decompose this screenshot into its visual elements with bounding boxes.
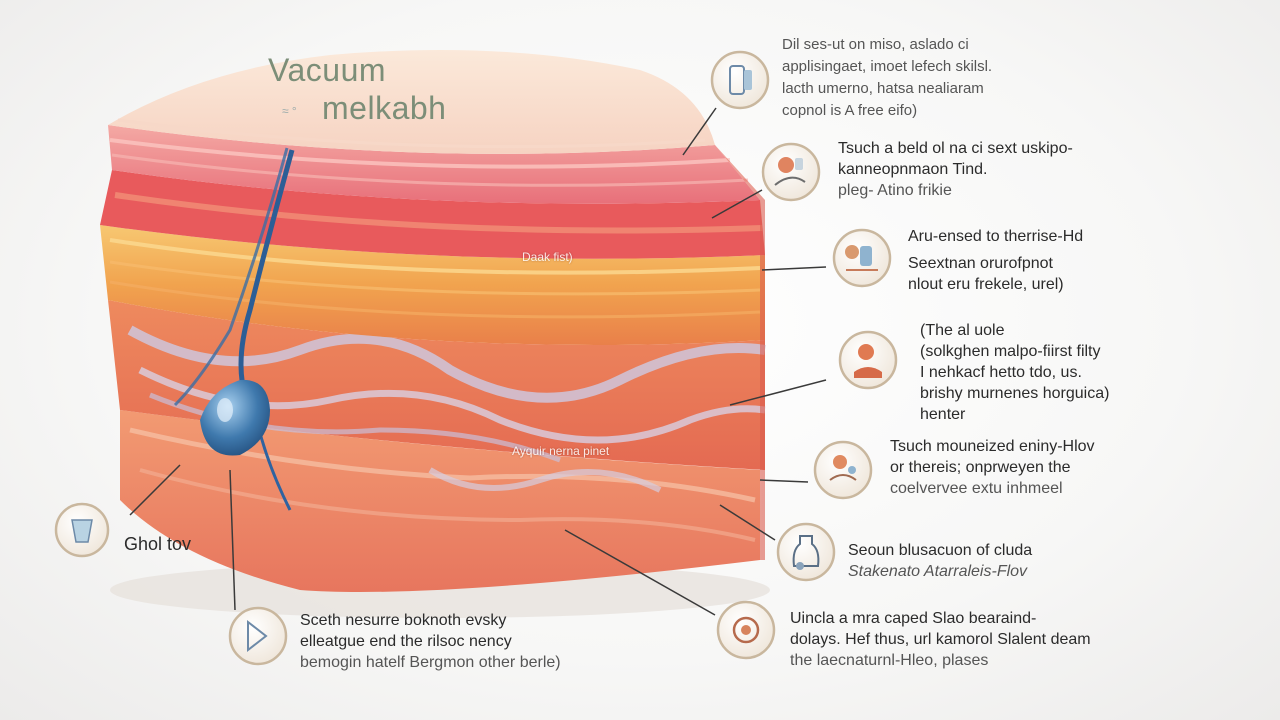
callout-4-line: (solkghen malpo-fiirst filty <box>920 343 1101 360</box>
diagram-title-line-1: Vacuum <box>268 52 387 88</box>
callout-9: Sceth nesurre boknoth evsky elleatgue en… <box>300 610 561 673</box>
title-accent: ≈ ° <box>282 104 297 118</box>
device-icon <box>716 600 776 660</box>
callout-3-line: Aru-ensed to therrise-Hd <box>908 228 1084 245</box>
callout-7-line: Uincla a mra caped Slao bearaind- <box>790 610 1037 627</box>
callout-5: Tsuch mouneized eniny-Hlov or thereis; o… <box>890 436 1095 499</box>
callout-6-line: Stakenato Atarraleis-Flov <box>848 563 1028 580</box>
callout-2-line: Tsuch a beld ol na ci sext uskipo- <box>838 140 1073 157</box>
callout-4-line: (The al uole <box>920 322 1005 339</box>
callout-7-line: the laecnaturnl-Hleo, plases <box>790 652 989 669</box>
callout-3-line: Seextnan orurofpnot <box>908 255 1053 272</box>
callout-8: Ghol tov <box>124 534 191 555</box>
callout-1-line: applisingaet, imoet lefech skilsl. <box>782 58 993 75</box>
callout-5-line: Tsuch mouneized eniny-Hlov <box>890 438 1095 455</box>
bottle-icon <box>776 522 836 582</box>
callout-7: Uincla a mra caped Slao bearaind- dolays… <box>790 608 1091 671</box>
suction-icon <box>228 606 288 666</box>
callout-4-line: henter <box>920 406 966 423</box>
callout-2: Tsuch a beld ol na ci sext uskipo- kanne… <box>838 138 1073 201</box>
layer-label-middle: Ayquir nerna pinet <box>512 444 610 458</box>
callout-9-line: bemogin hatelf Bergmon other berle) <box>300 654 561 671</box>
callout-7-line: dolays. Hef thus, url kamorol Slalent de… <box>790 631 1091 648</box>
therapy-icon <box>832 228 892 288</box>
callout-2-line: pleg- Atino frikie <box>838 182 952 199</box>
cupping-icon <box>761 142 821 202</box>
callout-2-line: kanneopnmaon Tind. <box>838 161 988 178</box>
callout-1-line: Dil ses-ut on miso, aslado ci <box>782 36 969 53</box>
callout-4-line: I nehkacf hetto tdo, us. <box>920 364 1082 381</box>
callout-3: Aru-ensed to therrise-Hd Seextnan orurof… <box>908 226 1083 295</box>
callout-1-line: lacth umerno, hatsa nealiaram <box>782 80 984 97</box>
callout-4: (The al uole (solkghen malpo-fiirst filt… <box>920 320 1109 425</box>
layer-label-upper: Daak fist) <box>522 250 573 264</box>
diagram-title-line-2: melkabh <box>322 90 447 126</box>
flow-icon <box>813 440 873 500</box>
callout-1: Dil ses-ut on miso, aslado ci applisinga… <box>782 34 992 122</box>
callout-8-line: Ghol tov <box>124 534 192 554</box>
callout-5-line: or thereis; onprweyen the <box>890 459 1071 476</box>
callout-5-line: coelvervee extu inhmeel <box>890 480 1063 497</box>
callout-6: Seoun blusacuon of cluda Stakenato Atarr… <box>848 540 1032 582</box>
tube-icon <box>710 50 770 110</box>
callout-3-line: nlout eru frekele, urel) <box>908 276 1064 293</box>
callout-9-line: elleatgue end the rilsoc nency <box>300 633 512 650</box>
cup-icon <box>54 502 110 558</box>
callout-6-line: Seoun blusacuon of cluda <box>848 542 1033 559</box>
treatment-icon <box>838 330 898 390</box>
callout-4-line: brishy murnenes horguica) <box>920 385 1110 402</box>
callout-1-line: copnol is A free eifo) <box>782 102 918 119</box>
callout-9-line: Sceth nesurre boknoth evsky <box>300 612 507 629</box>
